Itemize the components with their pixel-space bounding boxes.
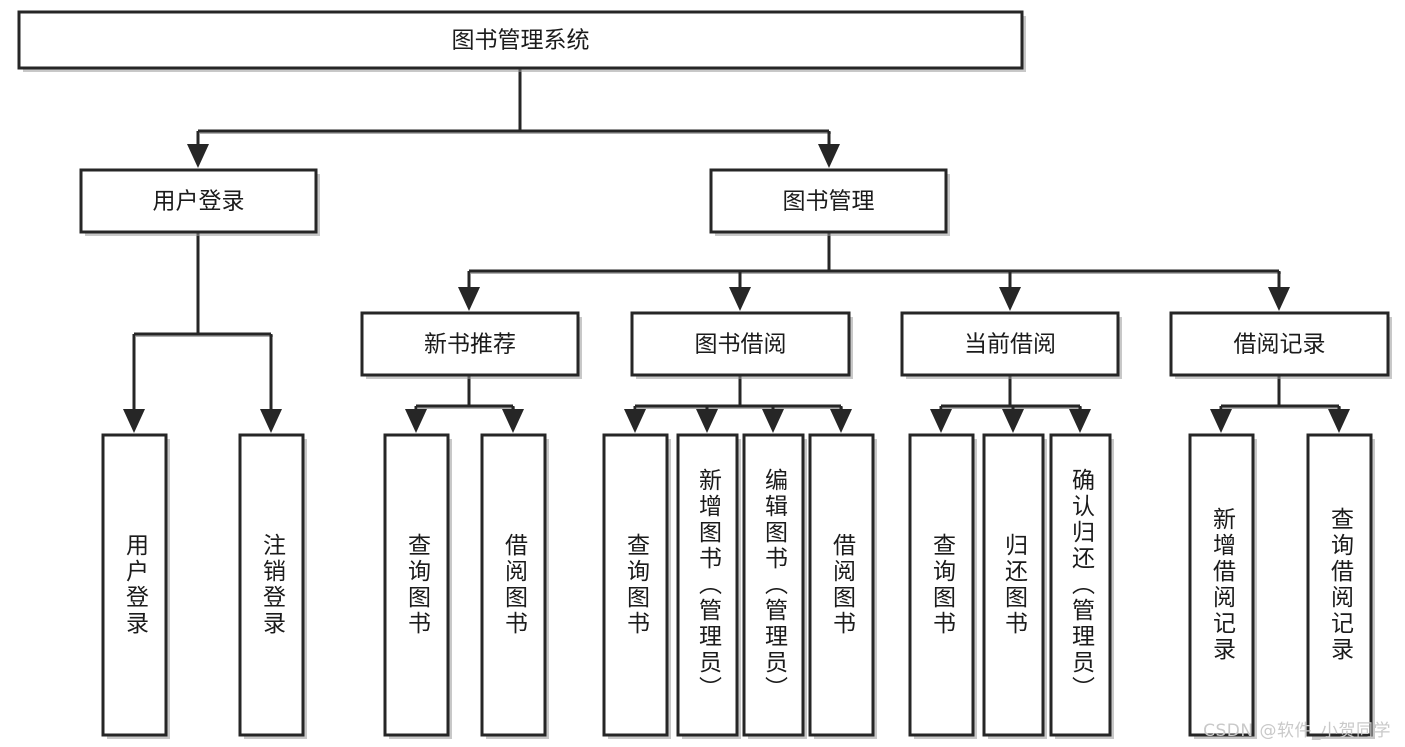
node-box[interactable] [17, 10, 1024, 70]
node-label: 图书管理 [783, 189, 875, 215]
node-label: 图书管理系统 [452, 28, 590, 54]
connector-userlogin-to-leaves [123, 232, 282, 433]
node-label: 借阅图书 [501, 533, 529, 637]
arrowhead-icon [123, 409, 145, 433]
arrowhead-icon [729, 287, 751, 311]
node-label: 新书推荐 [424, 332, 516, 358]
node-label: 注销登录 [259, 533, 287, 637]
node-box[interactable] [79, 168, 318, 234]
node-label: 当前借阅 [964, 332, 1056, 358]
node-leaf-query-book-borrow[interactable]: 查询图书 [602, 433, 671, 739]
arrowhead-icon [1002, 409, 1024, 433]
node-box[interactable] [480, 433, 547, 737]
node-leaf-logout[interactable]: 注销登录 [238, 433, 307, 739]
connector-root-to-level2 [187, 68, 840, 168]
node-box[interactable] [1049, 433, 1112, 737]
node-box[interactable] [360, 311, 580, 377]
node-leaf-add-borrow-record[interactable]: 新增借阅记录 [1188, 433, 1257, 739]
arrowhead-icon [405, 409, 427, 433]
node-leaf-return-book[interactable]: 归还图书 [982, 433, 1047, 739]
node-box[interactable] [238, 433, 305, 737]
node-box[interactable] [383, 433, 450, 737]
node-book-borrow[interactable]: 图书借阅 [630, 311, 853, 379]
node-box[interactable] [742, 433, 805, 737]
node-label: 查询借阅记录 [1327, 507, 1355, 663]
arrowhead-icon [1210, 409, 1232, 433]
node-box[interactable] [101, 433, 168, 737]
connector-bookmanage-to-level3 [458, 232, 1290, 311]
connector-current-to-leaves [930, 375, 1091, 433]
node-label: 借阅图书 [829, 533, 857, 637]
node-label: 编辑图书（管理员） [761, 468, 789, 702]
connector-record-to-leaves [1210, 375, 1350, 433]
node-box[interactable] [1188, 433, 1255, 737]
node-box[interactable] [1306, 433, 1373, 737]
arrowhead-icon [1268, 287, 1290, 311]
arrowhead-icon [696, 409, 718, 433]
node-leaf-query-borrow-record[interactable]: 查询借阅记录 [1306, 433, 1375, 739]
arrowhead-icon [930, 409, 952, 433]
connector-recommend-to-leaves [405, 375, 524, 433]
node-borrow-record[interactable]: 借阅记录 [1169, 311, 1392, 379]
node-box[interactable] [900, 311, 1120, 377]
arrowhead-icon [762, 409, 784, 433]
node-label: 用户登录 [122, 533, 150, 637]
arrowhead-icon [830, 409, 852, 433]
node-current-borrow[interactable]: 当前借阅 [900, 311, 1122, 379]
node-box[interactable] [908, 433, 975, 737]
node-label: 图书借阅 [695, 332, 787, 358]
node-label: 用户登录 [153, 189, 245, 215]
node-label: 归还图书 [1001, 533, 1029, 637]
node-leaf-add-book[interactable]: 新增图书（管理员） [676, 433, 741, 739]
node-box[interactable] [602, 433, 669, 737]
arrowhead-icon [502, 409, 524, 433]
arrowhead-icon [1328, 409, 1350, 433]
node-label: 查询图书 [929, 533, 957, 637]
node-label: 确认归还（管理员） [1068, 468, 1096, 702]
arrowhead-icon [818, 144, 840, 168]
node-root[interactable]: 图书管理系统 [17, 10, 1026, 72]
node-box[interactable] [1169, 311, 1390, 377]
arrowhead-icon [1069, 409, 1091, 433]
node-book-manage[interactable]: 图书管理 [709, 168, 950, 236]
node-leaf-user-login[interactable]: 用户登录 [101, 433, 170, 739]
arrowhead-icon [187, 144, 209, 168]
node-leaf-borrow-book-recommend[interactable]: 借阅图书 [480, 433, 549, 739]
node-box[interactable] [630, 311, 851, 377]
node-box[interactable] [808, 433, 875, 737]
node-label: 借阅记录 [1234, 332, 1326, 358]
connector-layer [123, 68, 1350, 433]
node-leaf-edit-book[interactable]: 编辑图书（管理员） [742, 433, 807, 739]
node-box[interactable] [676, 433, 739, 737]
node-layer: 图书管理系统用户登录图书管理新书推荐图书借阅当前借阅借阅记录用户登录注销登录查询… [17, 10, 1392, 739]
node-label: 查询图书 [404, 533, 432, 637]
connector-borrow-to-leaves [624, 375, 852, 433]
node-leaf-confirm-return[interactable]: 确认归还（管理员） [1049, 433, 1114, 739]
node-leaf-query-book-current[interactable]: 查询图书 [908, 433, 977, 739]
node-leaf-borrow-book[interactable]: 借阅图书 [808, 433, 877, 739]
arrowhead-icon [624, 409, 646, 433]
node-new-book-recommend[interactable]: 新书推荐 [360, 311, 582, 379]
node-label: 查询图书 [623, 533, 651, 637]
node-user-login[interactable]: 用户登录 [79, 168, 320, 236]
node-label: 新增图书（管理员） [695, 468, 723, 702]
node-leaf-query-book-recommend[interactable]: 查询图书 [383, 433, 452, 739]
node-box[interactable] [982, 433, 1045, 737]
arrowhead-icon [999, 287, 1021, 311]
arrowhead-icon [458, 287, 480, 311]
node-box[interactable] [709, 168, 948, 234]
node-label: 新增借阅记录 [1209, 507, 1237, 663]
arrowhead-icon [260, 409, 282, 433]
